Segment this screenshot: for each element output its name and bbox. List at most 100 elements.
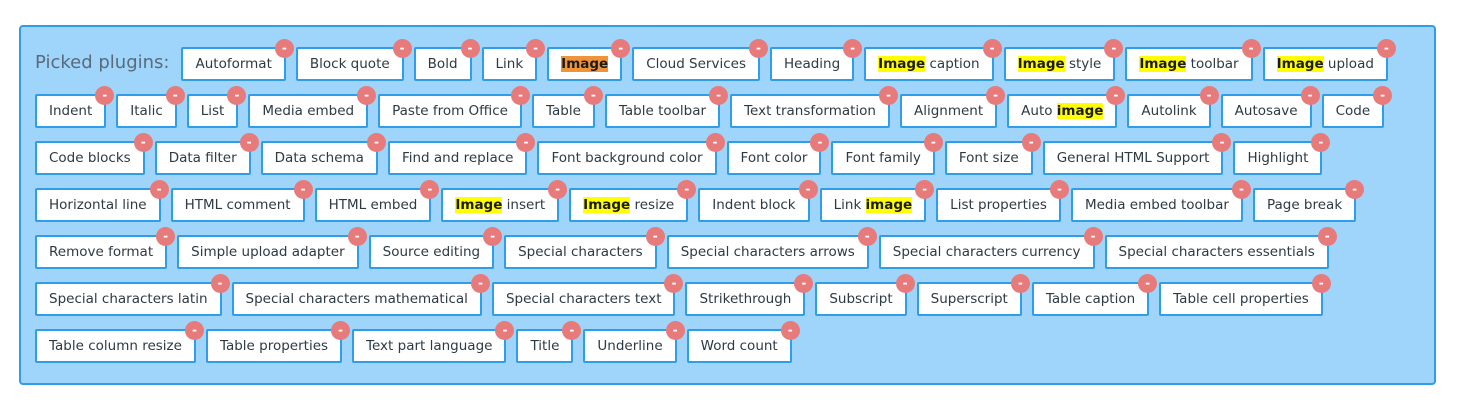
remove-plugin-icon[interactable]: - (780, 321, 800, 340)
remove-plugin-icon[interactable]: - (495, 321, 515, 340)
remove-plugin-icon[interactable]: - (510, 86, 530, 105)
remove-plugin-icon[interactable]: - (915, 180, 935, 199)
plugin-chip[interactable]: Paste from Office- (378, 86, 530, 128)
plugin-chip[interactable]: Special characters text- (491, 274, 684, 316)
remove-plugin-icon[interactable]: - (1049, 180, 1069, 199)
plugin-chip[interactable]: Autosave- (1220, 86, 1320, 128)
remove-plugin-icon[interactable]: - (392, 39, 412, 58)
plugin-chip[interactable]: Underline- (583, 321, 685, 363)
remove-plugin-icon[interactable]: - (748, 39, 768, 58)
remove-plugin-icon[interactable]: - (331, 321, 351, 340)
plugin-chip[interactable]: Title- (516, 321, 582, 363)
plugin-chip[interactable]: Italic- (116, 86, 185, 128)
plugin-chip[interactable]: Special characters essentials- (1104, 227, 1337, 269)
remove-plugin-icon[interactable]: - (1138, 274, 1158, 293)
plugin-chip[interactable]: Simple upload adapter- (177, 227, 367, 269)
plugin-chip[interactable]: Data schema- (260, 133, 386, 175)
plugin-chip[interactable]: Cloud Services- (632, 39, 768, 81)
remove-plugin-icon[interactable]: - (1083, 227, 1103, 246)
remove-plugin-icon[interactable]: - (611, 39, 631, 58)
remove-plugin-icon[interactable]: - (1373, 86, 1393, 105)
plugin-chip[interactable]: Indent block- (698, 180, 818, 222)
remove-plugin-icon[interactable]: - (1106, 86, 1126, 105)
remove-plugin-icon[interactable]: - (664, 274, 684, 293)
plugin-chip[interactable]: List properties- (936, 180, 1069, 222)
plugin-chip[interactable]: General HTML Support- (1042, 133, 1232, 175)
plugin-chip[interactable]: Image toolbar- (1125, 39, 1261, 81)
plugin-chip[interactable]: Autolink- (1127, 86, 1219, 128)
remove-plugin-icon[interactable]: - (645, 227, 665, 246)
remove-plugin-icon[interactable]: - (798, 180, 818, 199)
plugin-chip[interactable]: Image insert- (441, 180, 568, 222)
remove-plugin-icon[interactable]: - (878, 86, 898, 105)
plugin-chip[interactable]: Code blocks- (35, 133, 153, 175)
remove-plugin-icon[interactable]: - (516, 133, 536, 152)
remove-plugin-icon[interactable]: - (843, 39, 863, 58)
remove-plugin-icon[interactable]: - (470, 274, 490, 293)
plugin-chip[interactable]: Autoformat- (181, 39, 294, 81)
remove-plugin-icon[interactable]: - (895, 274, 915, 293)
remove-plugin-icon[interactable]: - (156, 227, 176, 246)
remove-plugin-icon[interactable]: - (1010, 274, 1030, 293)
plugin-chip[interactable]: Font family- (831, 133, 943, 175)
remove-plugin-icon[interactable]: - (548, 180, 568, 199)
plugin-chip[interactable]: Font color- (726, 133, 830, 175)
plugin-chip[interactable]: Special characters arrows- (666, 227, 877, 269)
remove-plugin-icon[interactable]: - (1241, 39, 1261, 58)
remove-plugin-icon[interactable]: - (810, 133, 830, 152)
remove-plugin-icon[interactable]: - (1376, 39, 1396, 58)
plugin-chip[interactable]: Font size- (944, 133, 1041, 175)
remove-plugin-icon[interactable]: - (1231, 180, 1251, 199)
plugin-chip[interactable]: Find and replace- (387, 133, 536, 175)
plugin-chip[interactable]: Bold- (413, 39, 480, 81)
plugin-chip[interactable]: Heading- (769, 39, 863, 81)
plugin-chip[interactable]: Table toolbar- (604, 86, 729, 128)
remove-plugin-icon[interactable]: - (1311, 274, 1331, 293)
remove-plugin-icon[interactable]: - (95, 86, 115, 105)
plugin-chip[interactable]: Table- (531, 86, 603, 128)
remove-plugin-icon[interactable]: - (562, 321, 582, 340)
remove-plugin-icon[interactable]: - (1345, 180, 1365, 199)
remove-plugin-icon[interactable]: - (982, 39, 1002, 58)
plugin-chip[interactable]: Block quote- (295, 39, 412, 81)
remove-plugin-icon[interactable]: - (709, 86, 729, 105)
plugin-chip[interactable]: Code- (1321, 86, 1393, 128)
plugin-chip[interactable]: Subscript- (815, 274, 915, 316)
plugin-chip[interactable]: Special characters mathematical- (231, 274, 490, 316)
plugin-chip[interactable]: Table column resize- (35, 321, 204, 363)
plugin-chip[interactable]: Table properties- (205, 321, 351, 363)
plugin-chip[interactable]: Strikethrough- (685, 274, 814, 316)
plugin-chip[interactable]: Font background color- (537, 133, 725, 175)
plugin-chip[interactable]: Word count- (686, 321, 800, 363)
plugin-chip[interactable]: Image caption- (864, 39, 1002, 81)
plugin-chip[interactable]: Media embed- (248, 86, 377, 128)
remove-plugin-icon[interactable]: - (366, 133, 386, 152)
plugin-chip[interactable]: Table cell properties- (1159, 274, 1331, 316)
plugin-chip[interactable]: Highlight- (1233, 133, 1331, 175)
plugin-chip[interactable]: List- (186, 86, 247, 128)
remove-plugin-icon[interactable]: - (239, 133, 259, 152)
plugin-chip[interactable]: Special characters- (504, 227, 665, 269)
plugin-chip[interactable]: Link- (481, 39, 546, 81)
remove-plugin-icon[interactable]: - (665, 321, 685, 340)
remove-plugin-icon[interactable]: - (483, 227, 503, 246)
plugin-chip[interactable]: Text part language- (352, 321, 515, 363)
remove-plugin-icon[interactable]: - (1212, 133, 1232, 152)
plugin-chip[interactable]: Alignment- (899, 86, 1006, 128)
remove-plugin-icon[interactable]: - (210, 274, 230, 293)
plugin-chip[interactable]: Image style- (1003, 39, 1124, 81)
plugin-chip[interactable]: Link image- (819, 180, 935, 222)
plugin-chip[interactable]: Source editing- (368, 227, 503, 269)
remove-plugin-icon[interactable]: - (1199, 86, 1219, 105)
plugin-chip[interactable]: Image resize- (569, 180, 697, 222)
remove-plugin-icon[interactable]: - (526, 39, 546, 58)
remove-plugin-icon[interactable]: - (583, 86, 603, 105)
plugin-chip[interactable]: Media embed toolbar- (1070, 180, 1251, 222)
remove-plugin-icon[interactable]: - (923, 133, 943, 152)
plugin-chip[interactable]: Auto image- (1007, 86, 1126, 128)
remove-plugin-icon[interactable]: - (293, 180, 313, 199)
remove-plugin-icon[interactable]: - (274, 39, 294, 58)
remove-plugin-icon[interactable]: - (705, 133, 725, 152)
plugin-chip[interactable]: Horizontal line- (35, 180, 169, 222)
remove-plugin-icon[interactable]: - (1300, 86, 1320, 105)
